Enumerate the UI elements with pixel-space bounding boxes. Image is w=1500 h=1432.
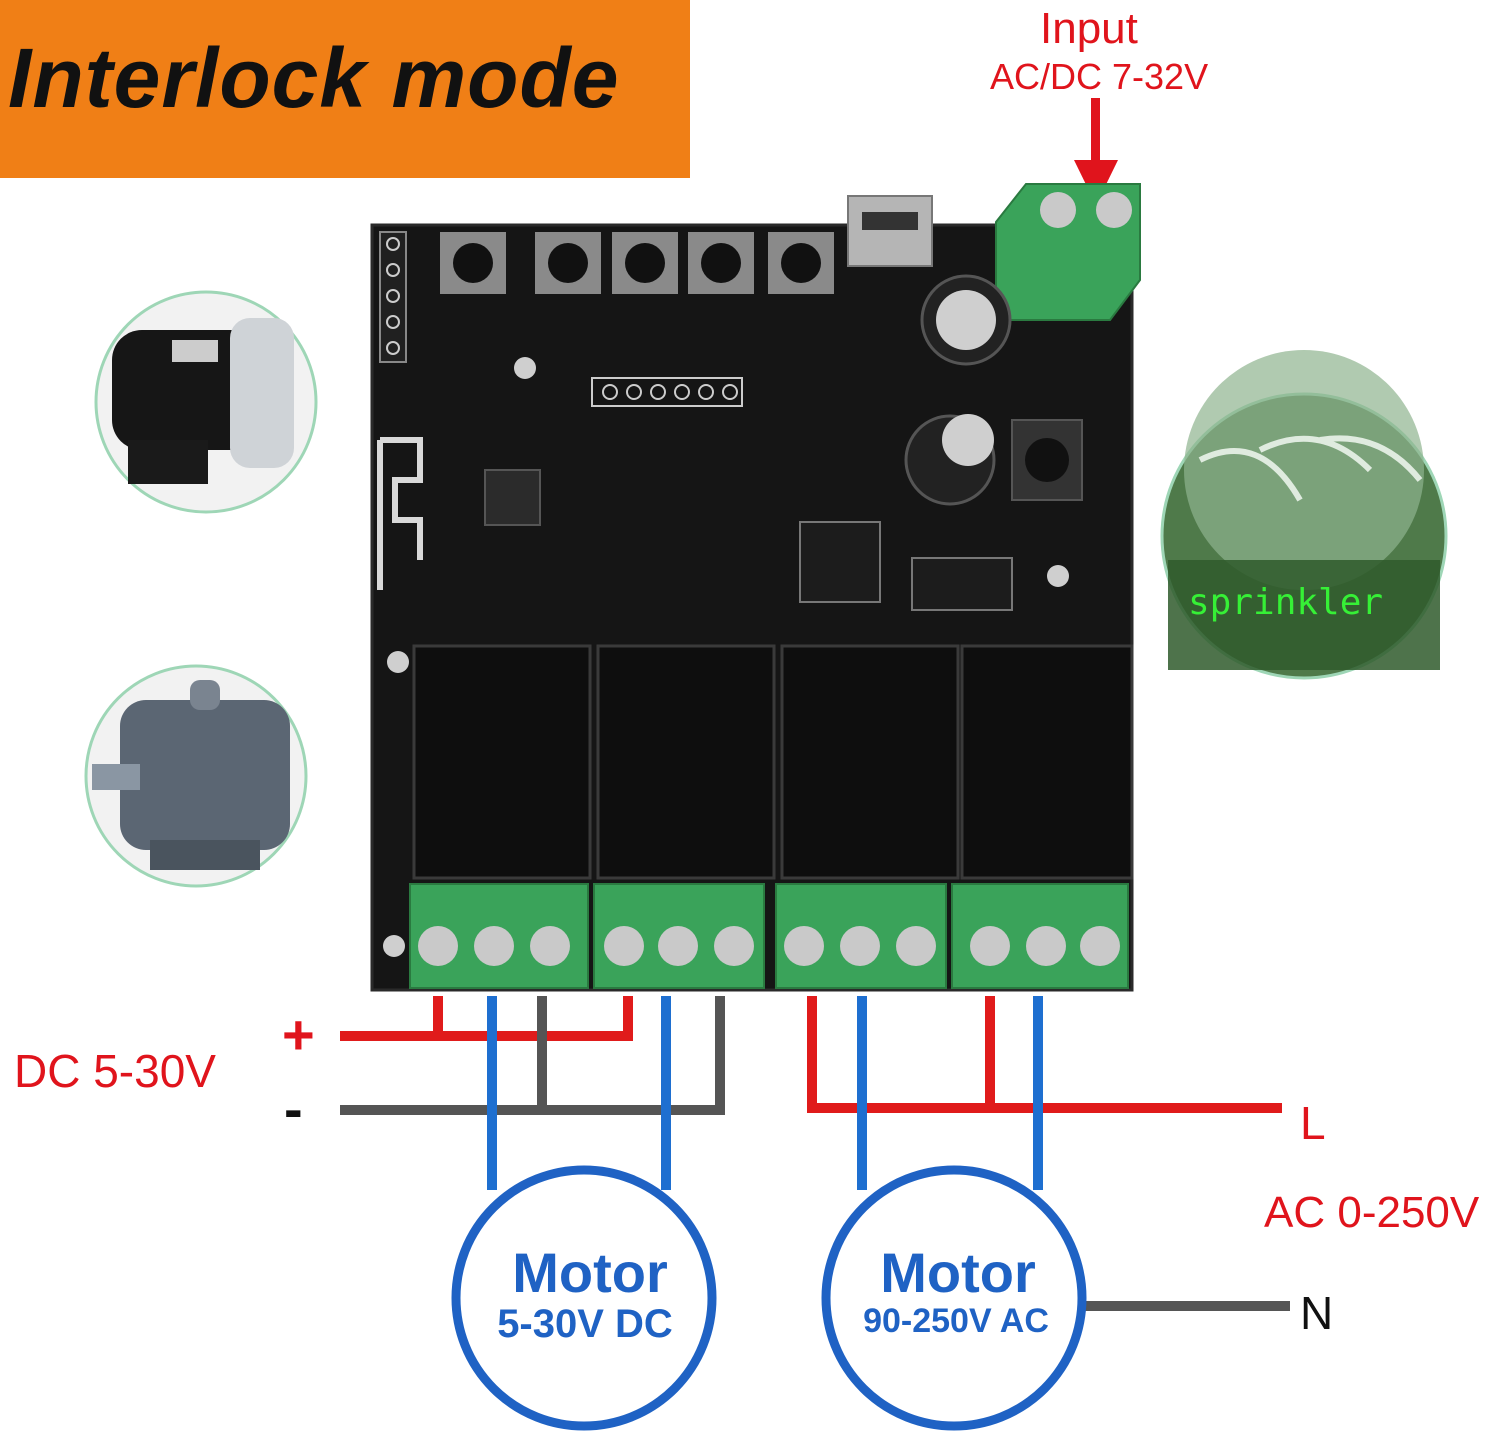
ac-neutral-label: N — [1300, 1287, 1334, 1339]
input-arrow — [1074, 98, 1118, 205]
ac-motor-wires — [857, 996, 1043, 1190]
dc-positive-wire — [340, 996, 633, 1041]
ac-line-label: L — [1300, 1097, 1326, 1149]
dc-plus-label: + — [282, 1003, 315, 1066]
dc-supply-label: DC 5-30V — [14, 1045, 216, 1097]
dc-negative-wire — [340, 996, 725, 1115]
header-pins — [379, 231, 407, 363]
input-terminal-block — [995, 183, 1141, 321]
ac-supply-label: AC 0-250V — [1264, 1188, 1480, 1237]
wifi-chip — [484, 469, 541, 526]
title-banner — [0, 0, 690, 178]
driver-chip — [911, 557, 1013, 611]
ac-line-wire — [807, 996, 1282, 1113]
input-label: Input — [1040, 4, 1138, 53]
ac-motor-photo — [84, 664, 308, 888]
programming-header — [591, 377, 743, 407]
mcu-chip — [799, 521, 881, 603]
ac-motor-rating: 90-250V AC — [863, 1302, 1049, 1340]
dc-motor-symbol — [451, 1165, 717, 1431]
dc-minus-label: - — [284, 1077, 303, 1140]
dc-motor-rating: 5-30V DC — [497, 1302, 673, 1346]
page-title: Interlock mode — [8, 31, 620, 125]
sprinkler-caption: sprinkler — [1188, 582, 1384, 623]
dc-motor-photo — [94, 290, 318, 514]
ac-motor-title: Motor — [880, 1241, 1036, 1304]
relay-modules — [412, 644, 1134, 880]
usb-port — [847, 195, 933, 267]
relay-board — [370, 183, 1141, 992]
output-terminal-blocks — [409, 883, 1129, 989]
sprinkler-photo — [1160, 350, 1448, 680]
dc-motor-title: Motor — [512, 1241, 668, 1304]
input-voltage-label: AC/DC 7-32V — [990, 56, 1209, 97]
dc-motor-wires — [487, 996, 671, 1190]
ac-motor-symbol — [821, 1165, 1087, 1431]
antenna-trace — [377, 437, 423, 590]
push-buttons — [440, 232, 834, 294]
